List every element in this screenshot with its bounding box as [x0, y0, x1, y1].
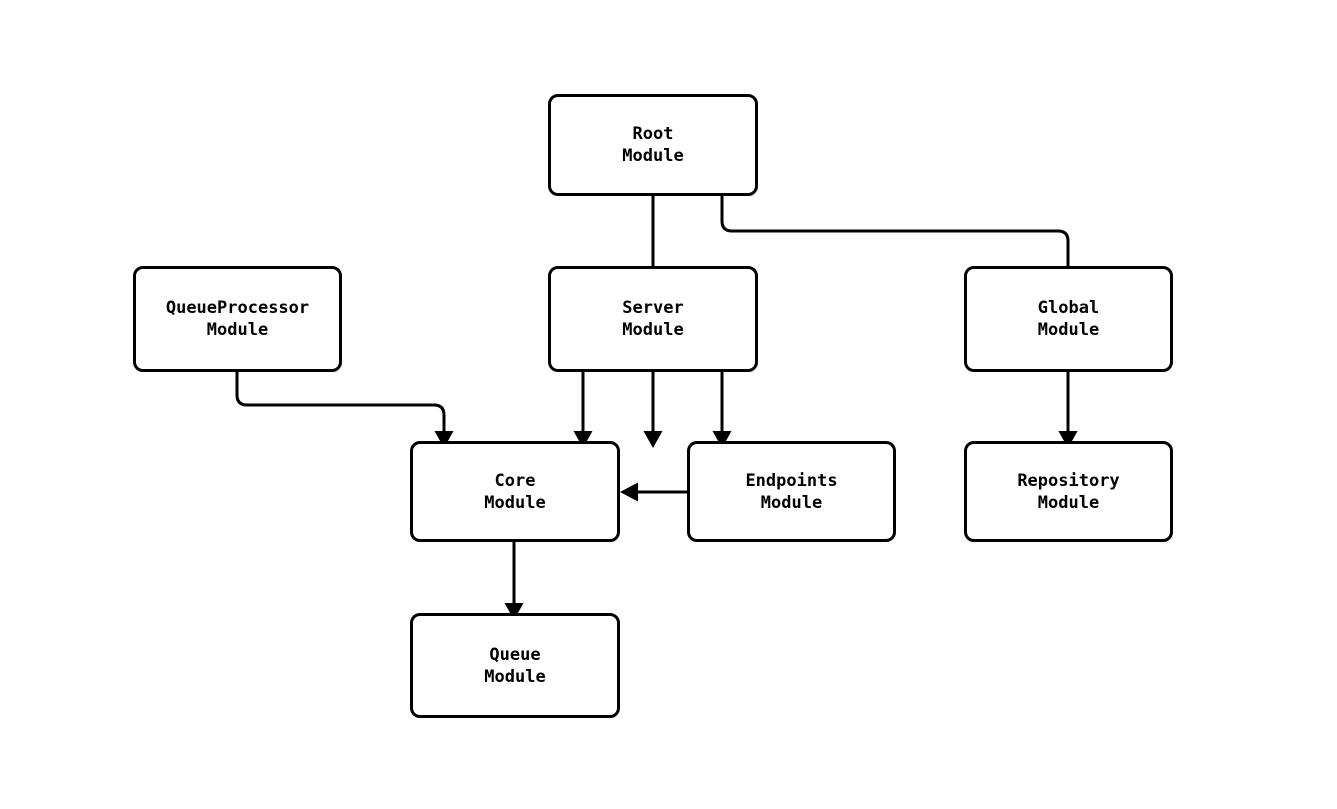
- node-endpoints-module-label-line1: Endpoints: [745, 470, 838, 491]
- node-repository-module-label-line1: Repository: [1017, 470, 1120, 491]
- node-queue-module[interactable]: Queue Module: [410, 613, 620, 718]
- node-endpoints-module[interactable]: Endpoints Module: [687, 441, 896, 542]
- node-queue-module-label-line1: Queue: [489, 644, 541, 665]
- node-root-module[interactable]: Root Module: [548, 94, 758, 196]
- node-server-module-label-line1: Server: [622, 298, 684, 318]
- node-global-module[interactable]: Global Module: [964, 266, 1173, 372]
- edge-global-to-repository: [1058, 372, 1078, 448]
- node-queueprocessor-module[interactable]: QueueProcessor Module: [133, 266, 342, 372]
- node-core-module-label-line2: Module: [484, 492, 546, 513]
- node-root-module-label-line1: Root: [632, 124, 674, 144]
- edge-server-to-endpoints: [712, 372, 732, 448]
- node-queueprocessor-module-label-line2: Module: [206, 320, 269, 340]
- node-queue-module-label-line2: Module: [484, 666, 546, 687]
- node-repository-module[interactable]: Repository Module: [964, 441, 1173, 542]
- node-server-module-label-line2: Module: [622, 320, 684, 340]
- node-root-module-label-line2: Module: [622, 146, 684, 166]
- node-core-module[interactable]: Core Module: [410, 441, 620, 542]
- node-core-module-label-line1: Core: [494, 470, 536, 491]
- node-global-module-label-line1: Global: [1037, 298, 1100, 318]
- node-endpoints-module-label-line2: Module: [760, 492, 823, 513]
- node-queueprocessor-module-label-line1: QueueProcessor: [165, 298, 310, 318]
- edge-core-to-queue: [504, 542, 524, 620]
- edge-endpoints-to-core: [620, 482, 687, 502]
- node-global-module-label-line2: Module: [1037, 320, 1100, 340]
- edge-queueprocessor-to-core: [235, 372, 454, 448]
- node-repository-module-label-line2: Module: [1037, 492, 1100, 513]
- edge-server-to-core: [573, 372, 593, 448]
- node-server-module[interactable]: Server Module: [548, 266, 758, 372]
